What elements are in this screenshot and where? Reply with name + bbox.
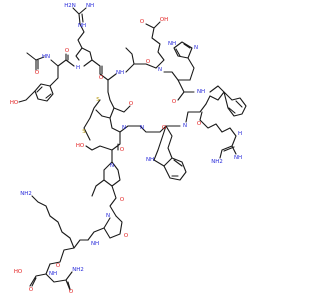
atom-o-phe: O [197, 121, 201, 127]
atom-n-pro1: N [110, 163, 114, 169]
molecule-canvas: H2N NH NH HN O O H HO O NH O OH N O NH N… [10, 3, 247, 295]
atom-nh-arg-top: NH [78, 23, 86, 29]
atom-s-upper: S [96, 97, 100, 103]
atom-o-asp-amide: O [69, 289, 73, 295]
atom-nh-his-ring: NH [168, 41, 176, 47]
atom-o-acetyl: O [35, 70, 39, 76]
atom-nh-trp: NH [146, 157, 154, 163]
bond-layer [18, 7, 247, 291]
atom-label-layer: H2N NH NH HN O O H HO O NH O OH N O NH N… [10, 3, 242, 295]
atom-o-cycle-top: O [146, 59, 150, 65]
atom-n-cycle-bottom: N [140, 125, 144, 131]
atom-n-glu: N [158, 67, 162, 73]
atom-o-lys: O [56, 263, 60, 269]
atom-o-pro2: O [124, 233, 128, 239]
atom-nh-arg: H [76, 65, 80, 71]
atom-n-phe: N [183, 123, 187, 129]
atom-o-arg: O [99, 75, 103, 81]
atom-nh2-asp: NH2 [72, 267, 84, 273]
atom-o-ser: O [120, 147, 124, 153]
cyclic-peptide-structure: H2N NH NH HN O O H HO O NH O OH N O NH N… [10, 3, 247, 295]
atom-nh-asp: NH [49, 271, 57, 277]
atom-n-pro2: N [106, 213, 110, 219]
atom-nh-his: NH [197, 89, 205, 95]
atom-o-pro1: O [120, 197, 124, 203]
atom-o-cycle-left: O [129, 101, 133, 107]
atom-hn-acetyl: HN [42, 54, 50, 60]
atom-nh-ser: N [122, 125, 126, 131]
atom-o-cycle-bottom: O [162, 125, 166, 131]
atom-oh-asp: HO [14, 269, 22, 275]
atom-o-asp-acid: O [29, 287, 33, 293]
atom-n-his-ring: N [194, 45, 198, 51]
atom-oh-ser: HO [76, 143, 84, 149]
atom-hn-guan-lower: H [238, 131, 242, 137]
atom-nh-cycle-entry: NH [116, 70, 124, 76]
atom-s-lower: S [82, 129, 86, 135]
atom-nh2-guan-lower: NH2 [211, 159, 223, 165]
atom-o-his: O [172, 99, 176, 105]
atom-o-glu: O [140, 19, 144, 25]
atom-o-tyr: O [65, 48, 69, 54]
atom-nh-lys: NH [91, 241, 99, 247]
atom-oh-tyr: HO [10, 100, 18, 106]
atom-nh-top-right: NH [86, 3, 94, 9]
atom-nh-guan-lower: NH [234, 155, 242, 161]
atom-oh-glu: OH [160, 17, 168, 23]
atom-nh2-lys: NH2 [20, 191, 32, 197]
atom-nh2-top-left: H2N [64, 3, 76, 9]
